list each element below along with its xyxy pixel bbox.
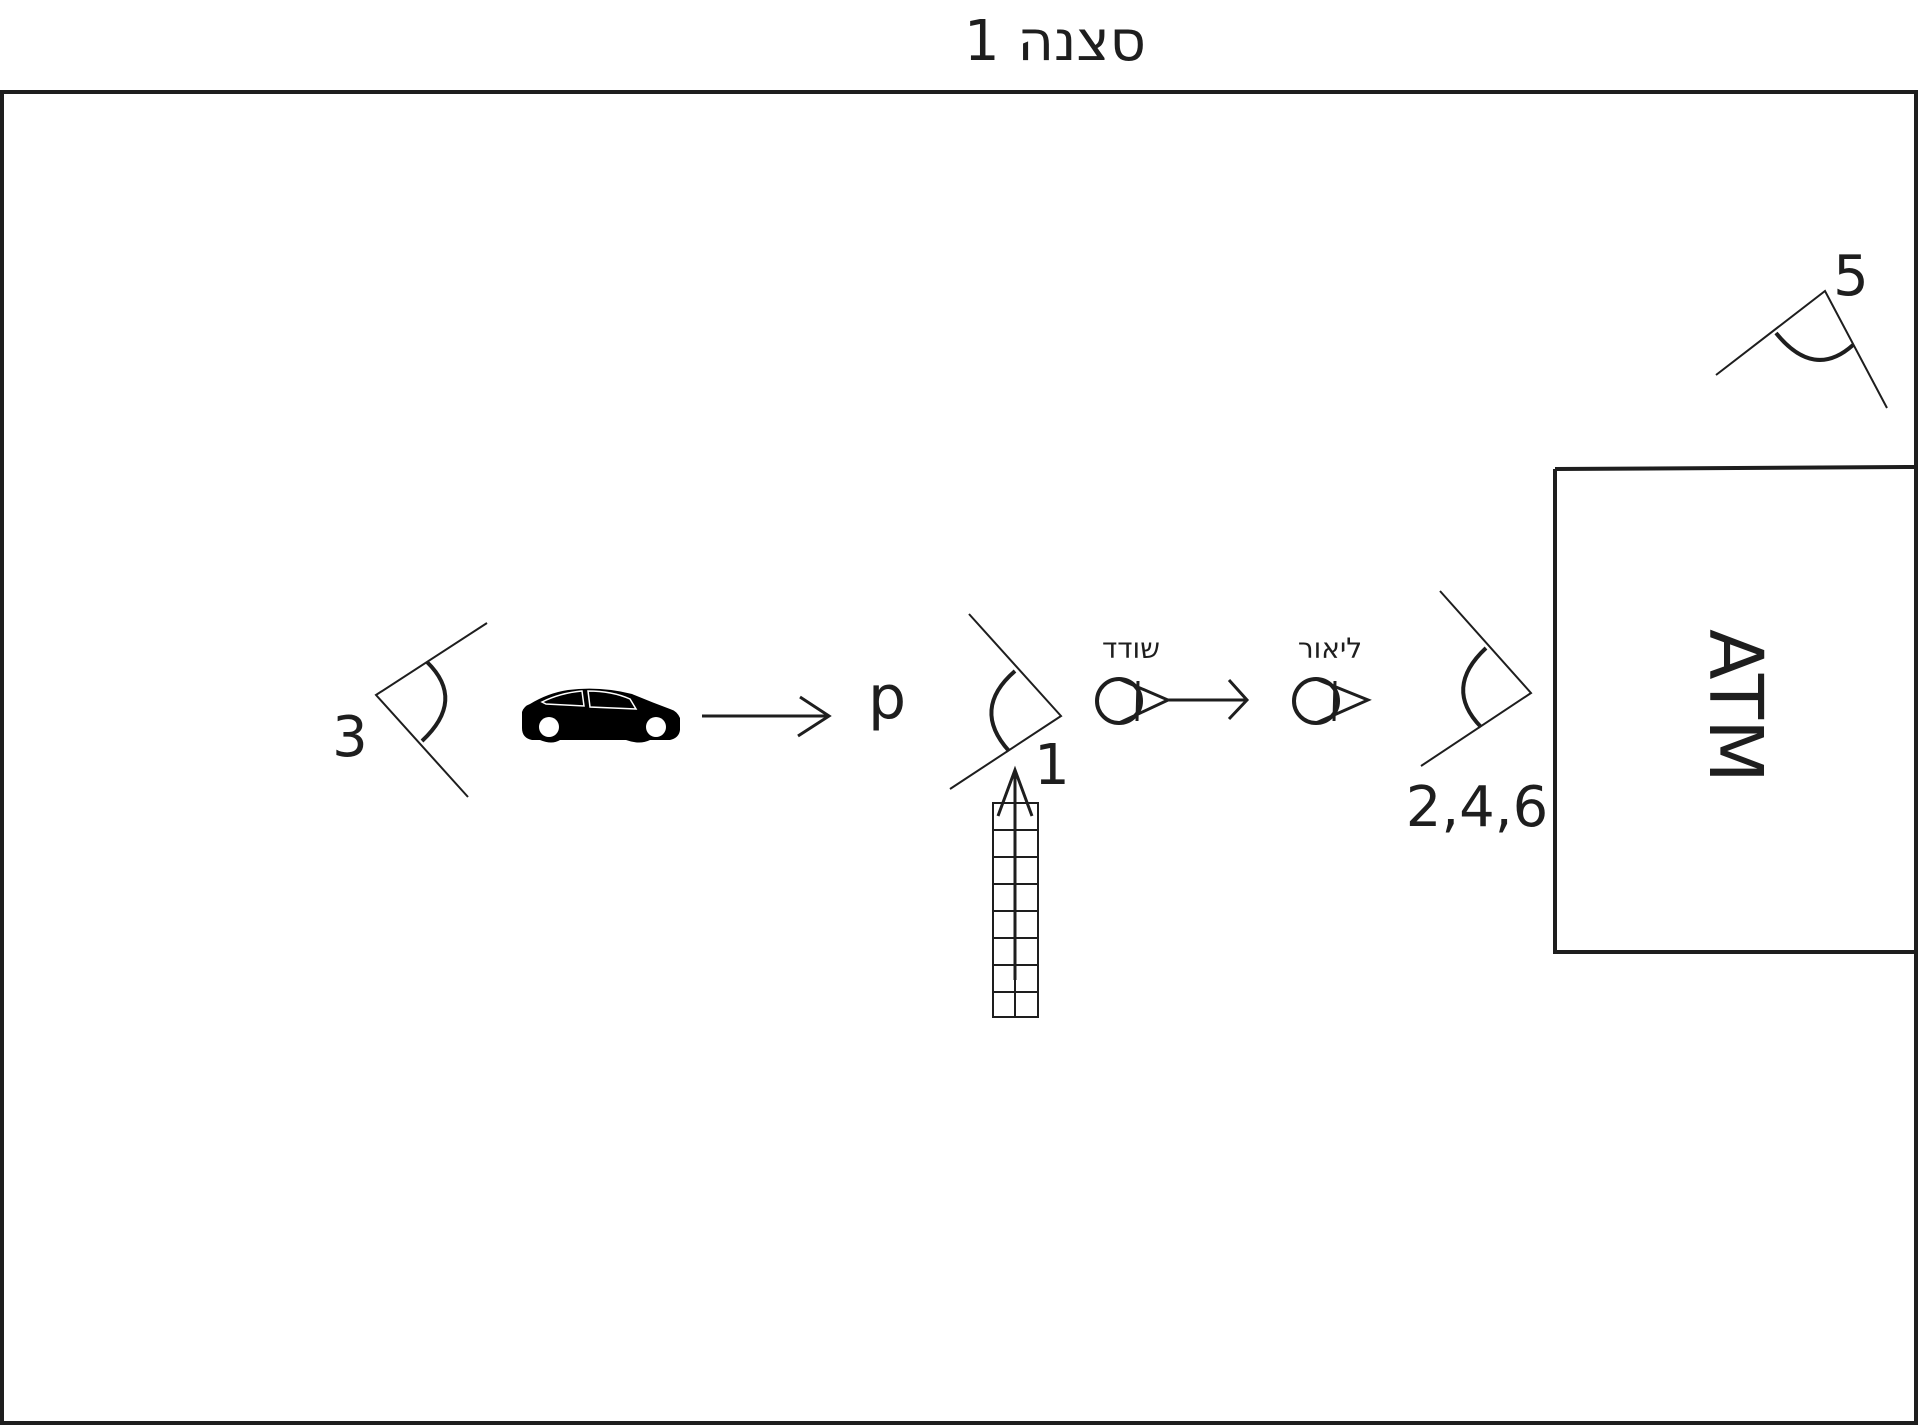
camera-view-2-4-6: 2,4,6 [1406, 590, 1549, 840]
camera-label-2-4-6: 2,4,6 [1406, 775, 1549, 840]
car-icon [522, 688, 680, 743]
scene-title: סצנה 1 [964, 9, 1146, 74]
lior-label: ליאור [1298, 632, 1362, 665]
atm-label: ATM [1692, 629, 1778, 783]
crosswalk-arrow-icon [996, 765, 1034, 980]
camera-label-1: 1 [1034, 733, 1070, 798]
atm-building: ATM [1553, 465, 1917, 954]
camera-label-3: 3 [332, 705, 368, 770]
robber-arrow-icon [1168, 678, 1250, 721]
robber-person-icon: שודד [1095, 632, 1172, 725]
car-arrow-icon [702, 695, 832, 738]
camera-view-5: 5 [1715, 244, 1888, 409]
camera-view-1: 1 [949, 613, 1070, 798]
robber-label: שודד [1102, 632, 1160, 665]
lior-person-icon: ליאור [1292, 632, 1372, 725]
scene-frame [0, 90, 1918, 1425]
parking-label: p [868, 663, 906, 733]
camera-label-5: 5 [1833, 244, 1869, 309]
camera-view-3: 3 [332, 622, 488, 798]
